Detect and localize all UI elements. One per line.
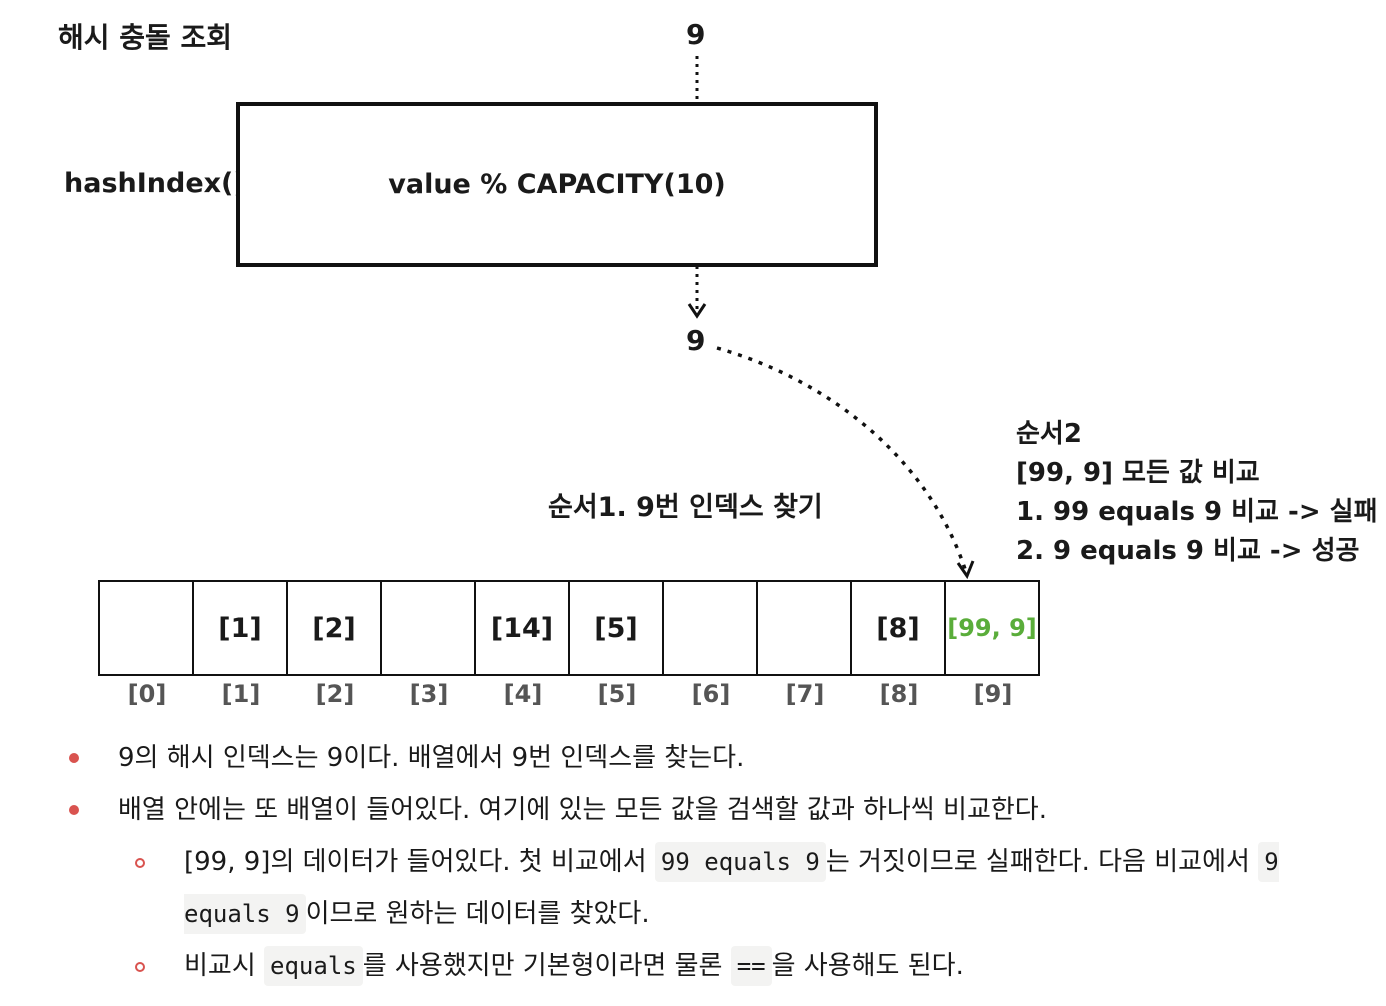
array-cell-8: [8] [852,582,946,674]
inline-code: == [730,946,772,986]
hash-function-box [236,102,878,267]
note-text: 9의 해시 인덱스는 9이다. 배열에서 9번 인덱스를 찾는다. [118,743,745,773]
array-cell-9: [99, 9] [947,614,1037,642]
index-label-7: [7] [785,680,825,708]
array-cell-6 [664,582,758,674]
array-cell-5: [5] [570,582,664,674]
note-text: 배열 안에는 또 배열이 들어있다. 여기에 있는 모든 값을 검색할 값과 하… [118,795,1047,825]
input-value: 9 [686,18,706,51]
array-indices: [0] [1] [2] [3] [4] [5] [6] [7] [8] [9] [100,680,1040,708]
hash-function-label: hashIndex() [64,168,246,199]
step2-heading: 순서2 [1016,419,1082,449]
array-cell-0 [100,582,194,674]
output-arrowhead [687,303,707,319]
sub-text: 비교시 [184,951,265,981]
bullet-dot [69,805,79,815]
lookup-arrow [716,346,968,573]
index-label-9: [9] [973,680,1013,708]
step2-line1: [99, 9] 모든 값 비교 [1016,458,1260,488]
step2-block: 순서2 [99, 9] 모든 값 비교 1. 99 equals 9 비교 ->… [1016,415,1378,571]
array-cell-7 [758,582,852,674]
sub-text: 을 사용해도 된다. [771,951,964,981]
index-label-6: [6] [691,680,731,708]
diagram-title: 해시 충돌 조회 [58,21,233,54]
index-label-8: [8] [879,680,919,708]
bullet-dot [69,753,79,763]
array-cell-2: [2] [288,582,382,674]
lookup-arrowhead [956,560,975,580]
bullet-ring [135,858,145,868]
sub-text: [99, 9]의 데이터가 들어있다. 첫 비교에서 [184,847,655,877]
output-index: 9 [686,324,706,357]
inline-code: 99 equals 9 [654,842,826,882]
index-label-4: [4] [503,680,543,708]
index-label-1: [1] [221,680,261,708]
sub-text: 를 사용했지만 기본형이라면 물론 [362,951,731,981]
index-label-5: [5] [597,680,637,708]
sub-text: 는 거짓이므로 실패한다. 다음 비교에서 [825,847,1259,877]
list-item: 배열 안에는 또 배열이 들어있다. 여기에 있는 모든 값을 검색할 값과 하… [0,784,1386,836]
list-item: 9의 해시 인덱스는 9이다. 배열에서 9번 인덱스를 찾는다. [0,732,1386,784]
hash-formula: value % CAPACITY(10) [388,169,726,200]
notes-list: 9의 해시 인덱스는 9이다. 배열에서 9번 인덱스를 찾는다. 배열 안에는… [0,732,1386,992]
step2-line3: 2. 9 equals 9 비교 -> 성공 [1016,536,1360,566]
step2-line2: 1. 99 equals 9 비교 -> 실패 [1016,497,1378,527]
hash-array: [1] [2] [14] [5] [8] [99, 9] [98,580,1040,676]
array-cell-4: [14] [476,582,570,674]
array-cell-1: [1] [194,582,288,674]
step1-label: 순서1. 9번 인덱스 찾기 [548,492,823,523]
index-label-2: [2] [315,680,355,708]
bullet-ring [135,962,145,972]
inline-code: equals [264,946,363,986]
array-cell-3 [382,582,476,674]
index-label-3: [3] [409,680,449,708]
sub-text: 이므로 원하는 데이터를 찾았다. [305,899,650,929]
index-label-0: [0] [127,680,167,708]
